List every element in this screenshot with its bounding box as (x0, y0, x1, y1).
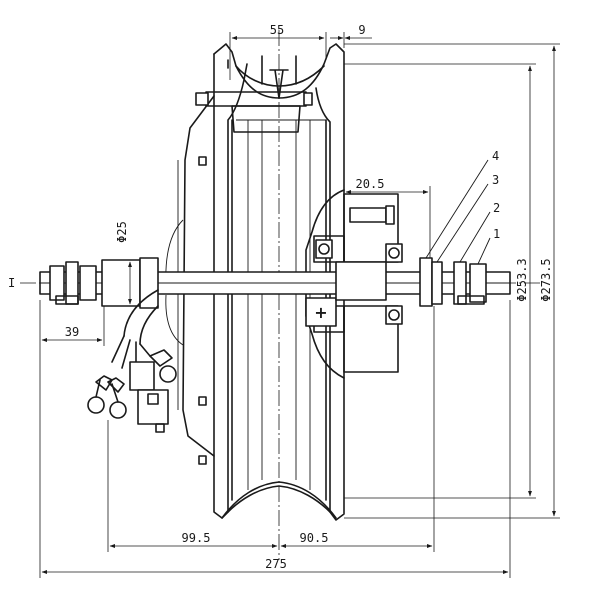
dim-overall-length: 275 (265, 557, 287, 571)
magnet-block-section (231, 105, 301, 133)
rim (195, 43, 345, 521)
leader-1 (477, 237, 491, 265)
dim-axle-left-length: 39 (65, 325, 79, 339)
left-axle-nut (49, 265, 65, 301)
right-bearing (385, 243, 403, 263)
dim-inner-diameter: Φ253.3 (515, 258, 529, 301)
valve-stem (261, 55, 297, 99)
bolt (198, 156, 207, 166)
dim-hub-offset: 20.5 (356, 177, 385, 191)
motor-cable (87, 289, 177, 433)
bearing-housing-bottom (343, 305, 399, 373)
callout-numbers: 4 3 2 1 (492, 149, 500, 241)
dimension-labels: 55 9 20.5 Φ25 39 99.5 90.5 275 Φ253.3 Φ2… (65, 23, 553, 571)
clamp-bolt-tail (303, 92, 313, 106)
ring-terminal-1 (87, 396, 105, 414)
bolt (198, 455, 207, 465)
nut-2 (453, 261, 467, 305)
left-axle-spacer (79, 265, 97, 301)
callout-3: 3 (492, 173, 499, 187)
dim-left-half: 99.5 (182, 531, 211, 545)
ring-terminal-3 (159, 365, 177, 383)
callout-2: 2 (493, 201, 500, 215)
power-connector (137, 389, 169, 425)
bolt (198, 396, 207, 406)
dim-right-half: 90.5 (300, 531, 329, 545)
callout-leaders (425, 159, 491, 265)
rim-outer-profile (213, 43, 345, 521)
left-axle-collar (101, 259, 141, 307)
washer-3 (431, 261, 443, 305)
leader-4 (425, 159, 489, 259)
right-hub: + (305, 189, 403, 379)
hall-connector (129, 361, 155, 391)
cover-boss-curve-lower (165, 294, 184, 346)
leader-2 (459, 211, 491, 263)
polarity-mark: + (314, 303, 327, 322)
cable-entry-block (305, 297, 337, 327)
top-clamp-plate (205, 91, 307, 107)
callout-4: 4 (492, 149, 499, 163)
callout-1: 1 (493, 227, 500, 241)
washer-4 (419, 257, 433, 307)
axle (39, 257, 511, 309)
leader-3 (436, 183, 489, 263)
axle-hub-section (335, 261, 387, 301)
cable-wires (111, 335, 151, 373)
cable-upper (123, 289, 159, 337)
bearing-ball (318, 243, 330, 255)
rim-channel-bottom (227, 485, 331, 513)
ring-terminal-2 (109, 401, 127, 419)
hub-bolt-slot (349, 207, 387, 223)
dim-axle-diameter: Φ25 (115, 221, 129, 243)
dim-outer-diameter: Φ273.5 (539, 258, 553, 301)
dim-flange-width: 55 (270, 23, 284, 37)
left-axle-washer (65, 261, 79, 305)
left-bearing (315, 239, 333, 259)
dim-rim-offset: 9 (358, 23, 365, 37)
cover-bolts (198, 156, 207, 465)
rim-channel-top (235, 65, 325, 87)
dimension-lines (39, 32, 560, 578)
clamp-bolt-head (195, 92, 209, 106)
left-axle-step (139, 257, 159, 309)
side-mark: I (8, 276, 15, 290)
